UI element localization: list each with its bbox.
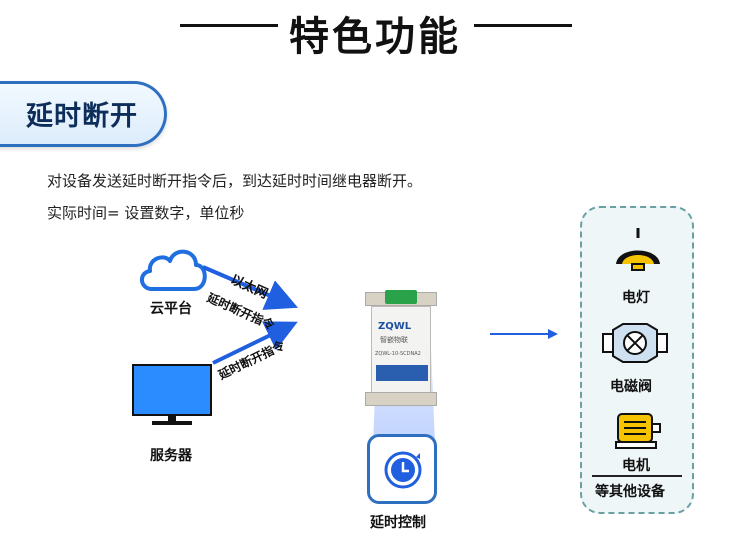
timer-icon xyxy=(384,451,422,489)
cloud-icon xyxy=(140,249,207,291)
device-label-lamp: 电灯 xyxy=(622,290,650,306)
module-brand: ZQWL xyxy=(378,321,412,332)
device-label-motor: 电机 xyxy=(622,458,650,474)
server-monitor-icon xyxy=(132,364,212,425)
relay-module: ZQWL 智嵌物联 ZQWL-10-SCDNA2 xyxy=(365,290,437,412)
section-banner xyxy=(0,81,167,147)
device-label-valve: 电磁阀 xyxy=(610,379,652,395)
valve-icon xyxy=(602,323,668,363)
module-body: ZQWL 智嵌物联 ZQWL-10-SCDNA2 xyxy=(371,306,431,394)
server-label: 服务器 xyxy=(150,448,192,464)
module-board xyxy=(376,365,428,381)
timer-label: 延时控制 xyxy=(370,515,426,531)
lamp-icon xyxy=(616,228,660,271)
description-line-1: 对设备发送延时断开指令后，到达延时时间继电器断开。 xyxy=(47,172,423,190)
output-arrow xyxy=(490,329,558,339)
terminal-block xyxy=(385,290,417,304)
command-arrows xyxy=(202,265,299,365)
module-bottom-rail xyxy=(365,392,437,406)
title-line-right xyxy=(474,24,572,27)
motor-icon xyxy=(615,413,661,449)
timer-control-box[interactable] xyxy=(367,434,437,504)
cloud-label: 云平台 xyxy=(150,301,192,317)
module-brand-cn: 智嵌物联 xyxy=(380,336,408,344)
section-label: 延时断开 xyxy=(26,101,138,132)
module-model: ZQWL-10-SCDNA2 xyxy=(375,351,421,357)
title-line-left xyxy=(180,24,278,27)
description-line-2: 实际时间= 设置数字，单位秒 xyxy=(47,204,245,222)
other-devices-label: 等其他设备 xyxy=(595,484,665,500)
device-divider xyxy=(592,475,682,477)
page-title: 特色功能 xyxy=(289,14,461,60)
